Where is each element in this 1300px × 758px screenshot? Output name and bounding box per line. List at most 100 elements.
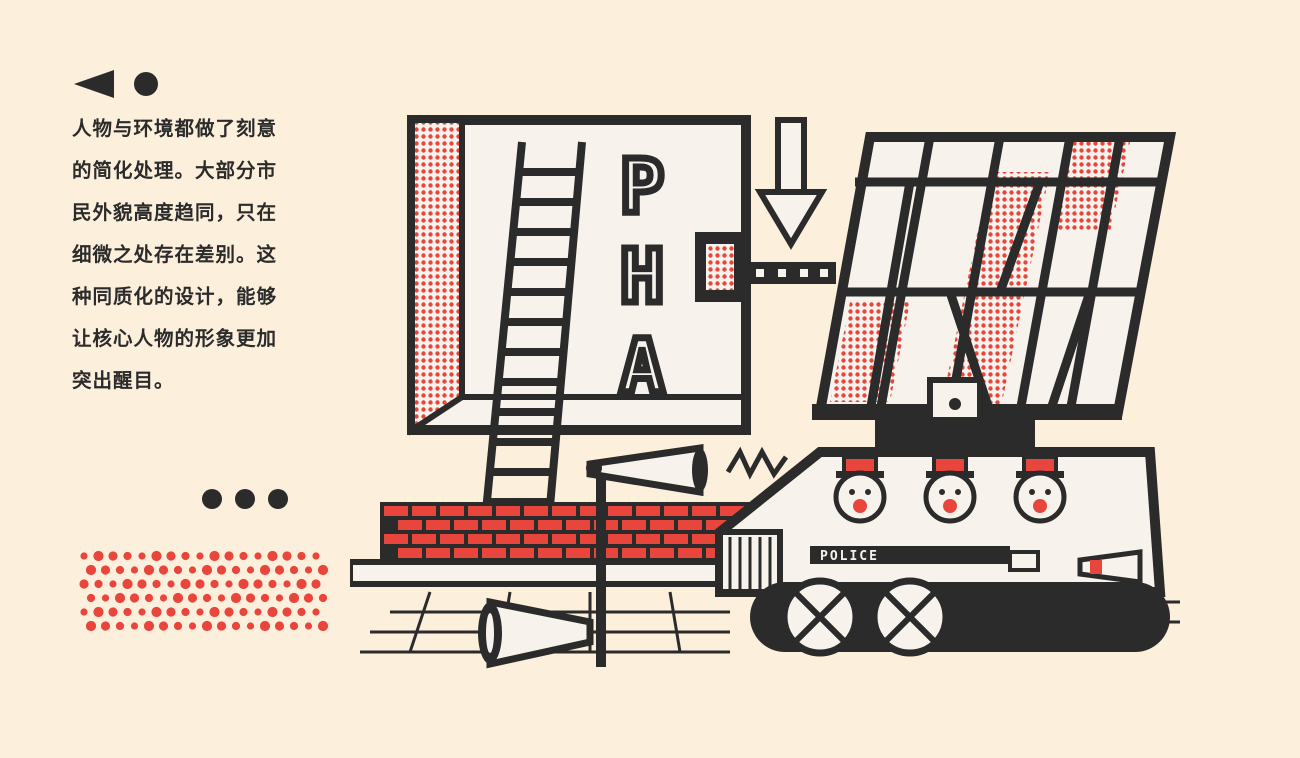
caption-text: 人物与环境都做了刻意 的简化处理。大部分市 民外貌高度趋同，只在 细微之处存在差…: [72, 108, 332, 402]
halftone-dot: [224, 607, 234, 617]
lower-megaphone: [478, 597, 594, 669]
halftone-dot: [143, 620, 155, 632]
brick: [412, 534, 436, 544]
brick: [384, 534, 408, 544]
halftone-dot: [318, 593, 328, 603]
brick: [720, 506, 744, 516]
billboard-letter: P: [620, 144, 665, 230]
halftone-dot: [246, 566, 255, 574]
brick: [538, 520, 562, 530]
halftone-dot: [115, 565, 125, 575]
wheel-spoke: [793, 590, 847, 644]
halftone-dot: [122, 578, 133, 590]
brick: [482, 548, 506, 558]
brick: [468, 506, 492, 516]
brick: [496, 534, 520, 544]
halftone-dot: [166, 551, 176, 561]
halftone-dot: [267, 550, 278, 562]
halftone-dot: [172, 592, 184, 604]
brick: [608, 506, 632, 516]
halftone-dot: [187, 593, 198, 603]
caption-line: 种同质化的设计，能够: [72, 285, 278, 308]
brick: [664, 534, 688, 544]
brick: [664, 506, 688, 516]
halftone-dot: [267, 606, 278, 618]
halftone-dot: [130, 622, 139, 630]
halftone-dot: [137, 579, 147, 589]
halftone-dot: [144, 593, 154, 603]
halftone-dot: [79, 579, 89, 589]
halftone-dot: [130, 566, 139, 574]
brick: [524, 506, 548, 516]
halftone-dot: [123, 551, 132, 561]
halftone-dot: [195, 579, 205, 589]
caption-line: 人物与环境都做了刻意: [72, 117, 278, 140]
halftone-dot: [231, 621, 241, 631]
brick: [622, 520, 646, 530]
brick: [608, 534, 632, 544]
halftone-dot: [239, 607, 248, 617]
brick: [636, 534, 660, 544]
billboard-letters: P H A: [616, 141, 668, 414]
halftone-dot: [129, 593, 140, 603]
halftone-dot: [101, 594, 110, 602]
brick: [580, 506, 604, 516]
officer-nose: [1033, 499, 1047, 513]
officer-eye: [939, 489, 945, 495]
halftone-dot: [151, 606, 162, 618]
brick: [412, 506, 436, 516]
halftone-dot: [159, 594, 168, 602]
officer-nose: [853, 499, 867, 513]
officer-nose: [943, 499, 957, 513]
halftone-dot: [275, 594, 284, 602]
brick: [580, 534, 604, 544]
halftone-dot: [173, 621, 183, 631]
brick: [678, 520, 702, 530]
officer-eye: [1029, 489, 1035, 495]
halftone-dot: [94, 579, 103, 589]
halftone-dot: [274, 621, 285, 631]
halftone-dot: [181, 551, 190, 561]
halftone-dot: [85, 564, 97, 576]
brick: [692, 506, 716, 516]
halftone-dot: [86, 593, 96, 603]
brick: [650, 520, 674, 530]
officer-eye: [849, 489, 855, 495]
ellipsis-dots-icon: [202, 489, 288, 509]
glass-facade: [812, 132, 1177, 420]
wheel-spoke: [883, 590, 937, 644]
play-arrow-dot-icon: [74, 70, 158, 98]
halftone-dot: [311, 579, 321, 589]
brick: [398, 520, 422, 530]
halftone-dot: [289, 565, 299, 575]
halftone-dot: [209, 550, 220, 562]
halftone-dot: [166, 607, 176, 617]
brick: [650, 548, 674, 558]
halftone-dot: [246, 622, 255, 630]
halftone-dot: [254, 608, 262, 616]
brick: [496, 506, 520, 516]
halftone-dot: [239, 551, 248, 561]
brick: [510, 520, 534, 530]
halftone-dot: [231, 565, 241, 575]
halftone-dot: [225, 580, 233, 588]
officer-eye: [955, 489, 961, 495]
halftone-dot: [209, 606, 220, 618]
halftone-dot: [303, 593, 314, 603]
halftone-dot: [85, 620, 97, 632]
halftone-dot: [100, 621, 111, 631]
halftone-dot: [196, 552, 204, 560]
halftone-dot: [108, 551, 118, 561]
brick: [566, 520, 590, 530]
brick: [454, 548, 478, 558]
halftone-dot: [100, 565, 111, 575]
halftone-dot: [296, 578, 307, 590]
halftone-dot: [196, 608, 204, 616]
red-halftone-dots: [79, 550, 329, 632]
caption-line: 的简化处理。大部分市: [72, 159, 278, 182]
halftone-dot: [253, 579, 263, 589]
halftone-dot: [115, 621, 125, 631]
officer-head: [1013, 470, 1067, 524]
billboard-letter: H: [620, 234, 665, 320]
halftone-dot: [173, 565, 183, 575]
